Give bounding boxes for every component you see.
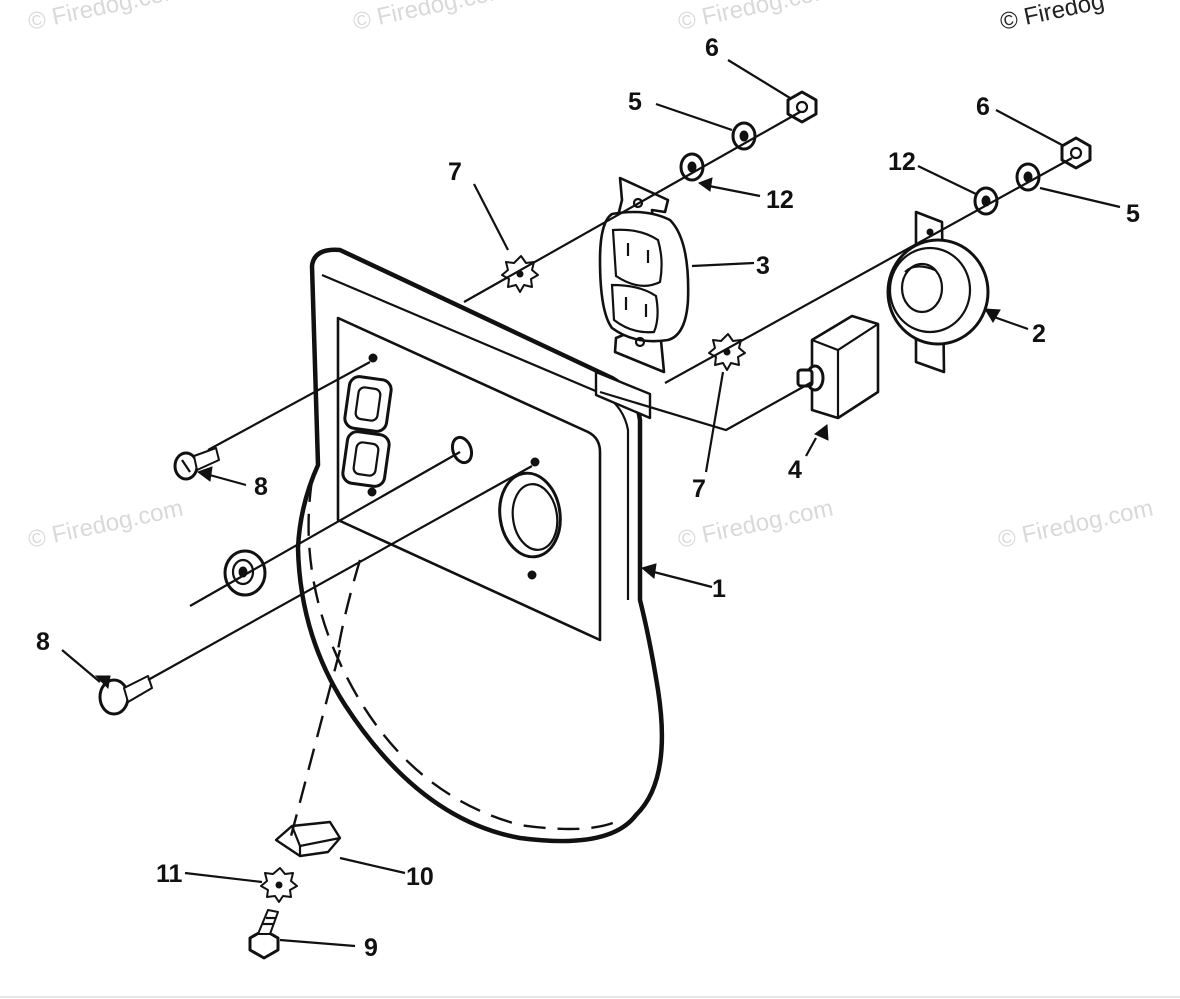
control-panel-part-1 [295,247,665,844]
nut-6-right [1060,136,1092,170]
callout-6-right: 6 [976,93,990,121]
callout-2: 2 [1032,320,1046,348]
watermark-corner: © Firedog [998,0,1107,36]
callout-7-left: 7 [448,158,462,186]
screw-8-lower [98,675,153,716]
switch-part-4 [796,314,880,420]
watermark-6: © Firedog.com [676,495,836,554]
callout-6-upper: 6 [705,34,719,62]
callout-9: 9 [364,934,378,962]
callout-10: 10 [406,863,434,891]
star-washer-7-right [708,333,746,371]
callout-labels: 1 2 3 4 5 5 6 6 7 7 8 8 9 10 11 12 12 [36,34,1140,962]
callout-7-right: 7 [692,475,706,503]
leaders [61,59,1121,948]
receptacle-part-3 [598,176,690,374]
callout-3: 3 [756,252,770,280]
watermark-1: © Firedog.com [26,0,186,36]
callout-8-lower: 8 [36,628,50,656]
callout-12-upper: 12 [766,186,794,214]
star-washer-7-left [501,255,539,293]
outlet-opening-lower [341,430,391,488]
callout-11: 11 [156,860,183,888]
callout-8-upper: 8 [254,473,268,501]
watermark-2: © Firedog.com [351,0,511,36]
screw-9 [248,909,280,960]
callout-5-right: 5 [1126,200,1140,228]
outlet-opening-upper [343,375,393,433]
callout-4: 4 [788,456,802,484]
socket-hole [498,471,562,559]
grommet [223,549,267,597]
clamp-10 [274,820,342,858]
star-washer-11 [260,867,298,903]
callout-12-right: 12 [888,148,916,176]
screw-8-upper [173,447,220,481]
callout-5-upper: 5 [628,88,642,116]
watermark-4: © Firedog.com [26,495,186,554]
socket-part-2 [886,210,990,374]
watermark-3: © Firedog.com [676,0,836,36]
callout-1: 1 [712,575,726,603]
watermark-7: © Firedog.com [996,495,1156,554]
assembly-lines [147,111,1073,841]
